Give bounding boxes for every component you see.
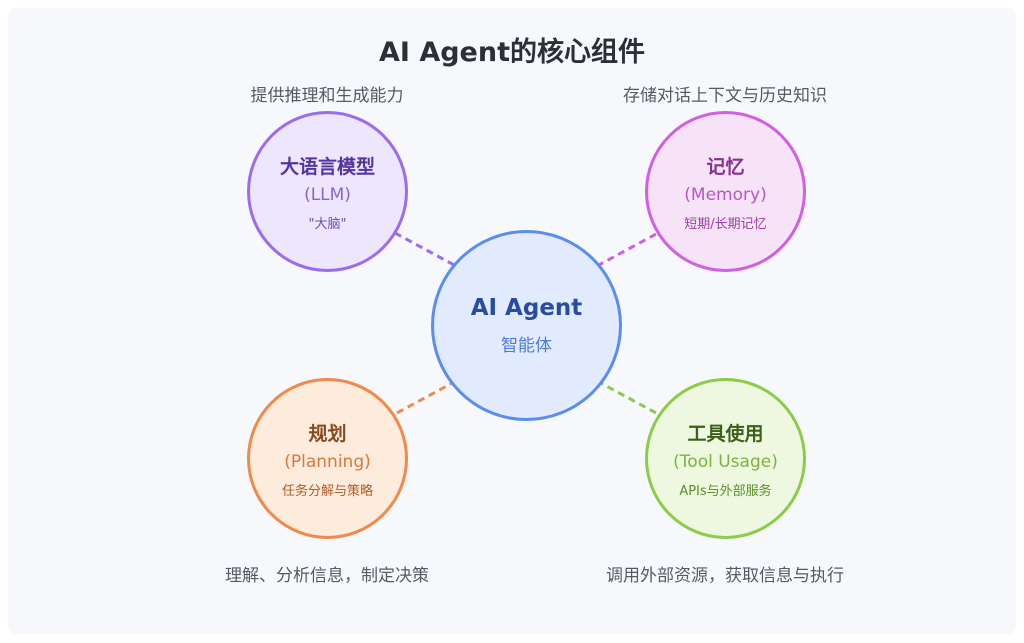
node-llm-desc: "大脑"	[308, 216, 347, 232]
node-planning-en: (Planning)	[284, 451, 371, 472]
caption-memory: 存储对话上下文与历史知识	[623, 86, 827, 106]
node-planning: 规划 (Planning) 任务分解与策略	[247, 378, 408, 539]
caption-planning: 理解、分析信息，制定决策	[225, 566, 429, 586]
node-tools: 工具使用 (Tool Usage) APIs与外部服务	[645, 378, 806, 539]
caption-llm: 提供推理和生成能力	[250, 86, 404, 106]
connector-tools	[596, 379, 659, 416]
connector-planning	[394, 379, 457, 416]
node-planning-desc: 任务分解与策略	[281, 483, 373, 499]
node-llm: 大语言模型 (LLM) "大脑"	[247, 111, 408, 272]
node-ai-agent-name: AI Agent	[470, 295, 583, 321]
diagram-title: AI Agent的核心组件	[378, 37, 645, 68]
node-tools-en: (Tool Usage)	[673, 451, 778, 472]
node-tools-desc: APIs与外部服务	[679, 483, 772, 499]
connector-llm	[394, 231, 457, 268]
node-llm-name: 大语言模型	[279, 155, 375, 178]
caption-tools: 调用外部资源，获取信息与执行	[606, 566, 844, 586]
node-memory-name: 记忆	[706, 155, 745, 178]
node-tools-name: 工具使用	[687, 422, 764, 445]
node-memory-en: (Memory)	[684, 184, 767, 205]
node-memory: 记忆 (Memory) 短期/长期记忆	[645, 111, 806, 272]
connector-memory	[596, 231, 659, 268]
node-planning-name: 规划	[308, 422, 347, 445]
node-ai-agent-subtitle: 智能体	[501, 336, 552, 356]
node-ai-agent: AI Agent 智能体	[431, 230, 622, 421]
node-llm-en: (LLM)	[304, 184, 351, 205]
node-memory-desc: 短期/长期记忆	[684, 216, 767, 232]
